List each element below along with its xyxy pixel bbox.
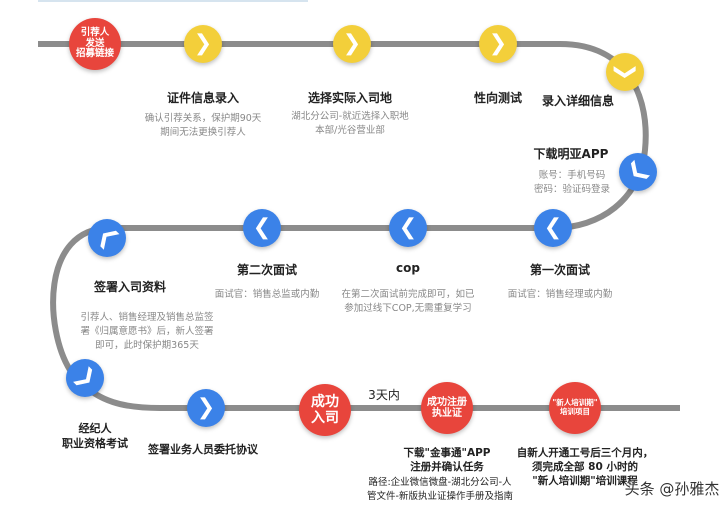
training-label: "新人培训期" 培训项目 bbox=[552, 398, 598, 416]
training-node: "新人培训期" 培训项目 bbox=[549, 382, 601, 434]
step-title: 选择实际入司地 bbox=[307, 91, 393, 105]
step-title: 性向测试 bbox=[473, 91, 523, 105]
step-title: 下载明亚APP bbox=[533, 147, 609, 161]
license-node: 成功注册 执业证 bbox=[421, 382, 473, 434]
start-node: 引荐人 发送 招募链接 bbox=[69, 18, 121, 70]
step-node: ❯ bbox=[333, 25, 371, 63]
chevron-left-icon: ❮ bbox=[543, 215, 563, 240]
chevron-down-left-icon: ❯ bbox=[622, 156, 654, 188]
chevron-left-icon: ❮ bbox=[398, 215, 418, 240]
step-desc: 账号：手机号码密码：验证码登录 bbox=[533, 170, 611, 195]
step-title: 经纪人职业资格考试 bbox=[62, 422, 128, 450]
step-title: 签署入司资料 bbox=[93, 280, 167, 294]
author-watermark: 头条 @孙雅杰 bbox=[624, 480, 720, 498]
step-node: ❮ bbox=[534, 209, 572, 247]
start-label: 引荐人 发送 招募链接 bbox=[75, 26, 114, 60]
chevron-down-icon: ❯ bbox=[613, 62, 638, 82]
step-desc: 湖北分公司-就近选择入职地本部/光谷营业部 bbox=[291, 111, 409, 136]
step-title: 第一次面试 bbox=[529, 263, 591, 277]
step-node: ❯ bbox=[66, 359, 104, 397]
license-path: 路径:企业微信微盘-湖北分公司-人管文件-新版执业证操作手册及指南 bbox=[367, 477, 513, 502]
top-divider bbox=[38, 0, 308, 2]
chevron-down-left-icon: ❯ bbox=[91, 222, 123, 254]
joined-node: 成功 入司 bbox=[299, 384, 351, 436]
step-desc: 面试官：销售经理或内勤 bbox=[507, 289, 613, 300]
step-desc: 面试官：销售总监或内勤 bbox=[214, 289, 320, 300]
step-title: 证件信息录入 bbox=[166, 91, 240, 105]
training-info: 自新人开通工号后三个月内，须完成全部 80 小时的"新人培训期"培训课程 bbox=[516, 447, 654, 487]
step-desc: 确认引荐关系，保护期90天期间无法更换引荐人 bbox=[144, 113, 262, 138]
step-node: ❯ bbox=[619, 153, 657, 191]
chevron-right-icon: ❯ bbox=[342, 31, 362, 56]
step-node: ❮ bbox=[243, 209, 281, 247]
joined-label: 成功 入司 bbox=[311, 393, 339, 426]
step-title: 第二次面试 bbox=[236, 263, 298, 277]
chevron-right-icon: ❯ bbox=[488, 31, 508, 56]
chevron-down-right-icon: ❯ bbox=[69, 362, 101, 394]
step-desc: 在第二次面试前完成即可，如已参加过线下COP,无需重复学习 bbox=[341, 289, 475, 314]
step-node: ❯ bbox=[184, 25, 222, 63]
step-title: 录入详细信息 bbox=[541, 94, 615, 108]
step-node: ❯ bbox=[606, 53, 644, 91]
chevron-left-icon: ❮ bbox=[252, 215, 272, 240]
within-days-label: 3天内 bbox=[368, 388, 400, 402]
step-desc: 引荐人、销售经理及销售总监签署《归属意愿书》后，新人签署即可，此时保护期365天 bbox=[80, 312, 214, 351]
step-node: ❯ bbox=[479, 25, 517, 63]
chevron-right-icon: ❯ bbox=[193, 31, 213, 56]
step-node: ❮ bbox=[389, 209, 427, 247]
step-node: ❯ bbox=[187, 389, 225, 427]
step-title: cop bbox=[396, 261, 420, 275]
step-title: 签署业务人员委托协议 bbox=[148, 443, 258, 456]
license-label: 成功注册 执业证 bbox=[427, 396, 467, 420]
chevron-right-icon: ❯ bbox=[196, 395, 216, 420]
step-node: ❯ bbox=[88, 219, 126, 257]
